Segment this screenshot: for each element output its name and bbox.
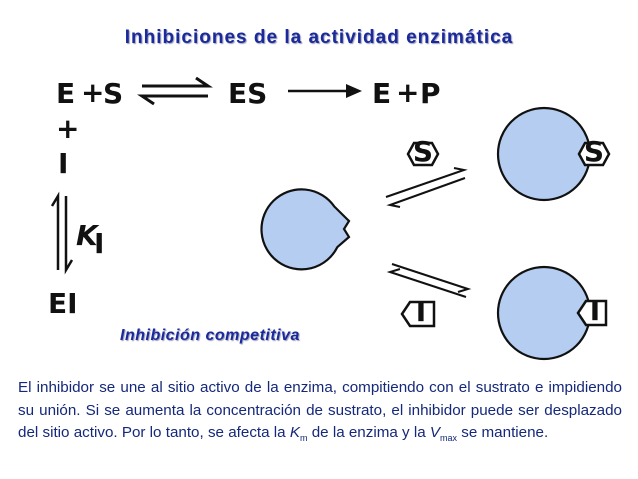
bound-inhibitor-symbol: I [590,294,600,327]
description-paragraph: El inhibidor se une al sitio activo de l… [18,377,622,450]
equilibrium-arrow-ki [50,191,74,275]
enzyme-e-label: E [56,77,75,110]
equilibrium-arrow-e-s [137,76,213,106]
forward-arrow-es-ep [288,84,362,98]
complex-es-label: ES [228,77,267,110]
vmax-variable: V [429,424,441,441]
plus-sign: + [81,76,104,109]
inhibitor-symbol: I [416,295,426,328]
description-text: se mantiene. [457,424,549,441]
enzyme-e-product-label: E [372,77,391,110]
product-p-label: P [420,77,441,110]
enzyme-substrate-complex: S [496,106,611,202]
ki-constant-label: K [76,219,100,252]
plus-sign: + [396,76,419,109]
substrate-symbol: S [413,135,433,168]
enzyme-inhibitor-complex: I [496,265,608,361]
page-title: Inhibiciones de la actividad enzimática [124,27,514,48]
km-variable: K [289,424,300,441]
description-text: de la enzima y la [307,424,430,441]
substrate-s-label: S [103,77,123,110]
plus-sign: + [56,112,79,145]
equilibrium-arrow-substrate-binding [385,167,468,208]
inhibitor-i-label: I [58,147,68,180]
km-subscript: m [299,433,308,444]
free-substrate-shape: S [406,135,440,168]
vmax-subscript: max [440,433,458,444]
bound-substrate-symbol: S [584,135,604,168]
enzyme-inhibitor-complex-label: EI [48,287,78,320]
free-inhibitor-shape: I [400,295,436,328]
equilibrium-arrow-inhibitor-binding [386,263,472,298]
ki-subscript: I [94,227,104,260]
free-enzyme [260,188,351,271]
description-text: El inhibidor se une al sitio activo de l… [18,379,622,441]
subtitle: Inhibición competitiva [120,327,300,344]
